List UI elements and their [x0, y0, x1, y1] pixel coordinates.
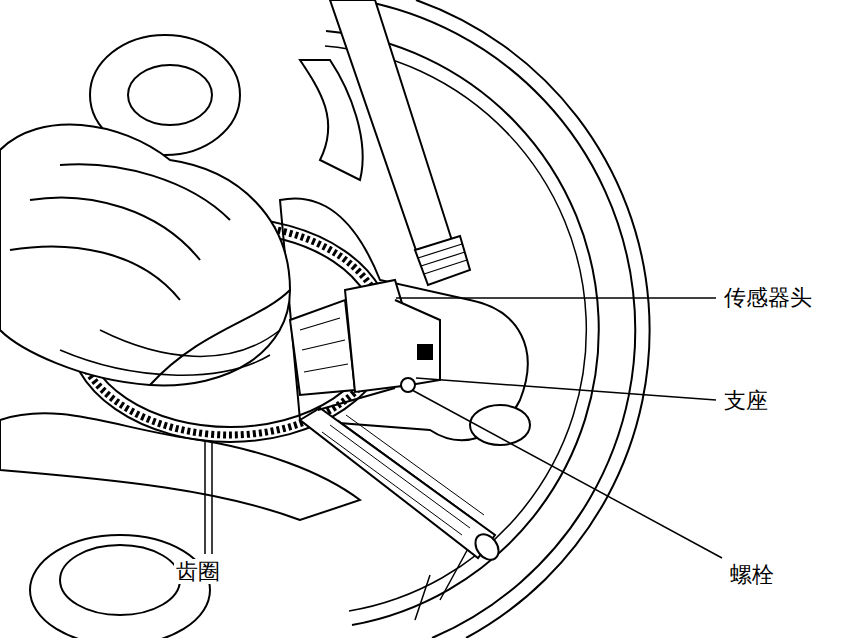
knuckle-boss: [470, 405, 530, 445]
tie-rod: [300, 0, 470, 285]
strut-bracket: [300, 60, 363, 180]
boot-rib: [10, 164, 290, 385]
leader-line: [416, 378, 716, 400]
tool-handle: [300, 408, 495, 558]
leader-line: [205, 440, 212, 554]
bracket-slot: [418, 345, 432, 359]
leader-line: [396, 297, 716, 299]
tool-shaft: [318, 388, 395, 410]
part-label: 传感器头: [722, 285, 814, 310]
rod-nut: [415, 236, 470, 285]
tool-end: [471, 530, 504, 564]
sensor-bracket: [395, 300, 440, 385]
lower-boot: [30, 535, 210, 638]
leader-line: [412, 390, 722, 558]
part-label: 螺栓: [728, 562, 776, 587]
sensor-connector: [290, 300, 355, 395]
leader-lines: [205, 298, 722, 558]
rim-detail: [415, 545, 470, 620]
boot-rib: [60, 330, 280, 375]
part-label: 支座: [722, 388, 770, 413]
tool: [300, 388, 503, 564]
sensor-head: [345, 280, 410, 392]
part-label: 齿圈: [174, 559, 222, 584]
connector-ribs: [300, 318, 348, 372]
lower-boot-rib: [60, 545, 180, 615]
cv-boot: [0, 35, 290, 385]
boot-body: [0, 125, 290, 386]
thread-lines: [418, 244, 467, 274]
tool-hatching: [322, 415, 484, 535]
upper-boot-rib: [128, 65, 212, 125]
